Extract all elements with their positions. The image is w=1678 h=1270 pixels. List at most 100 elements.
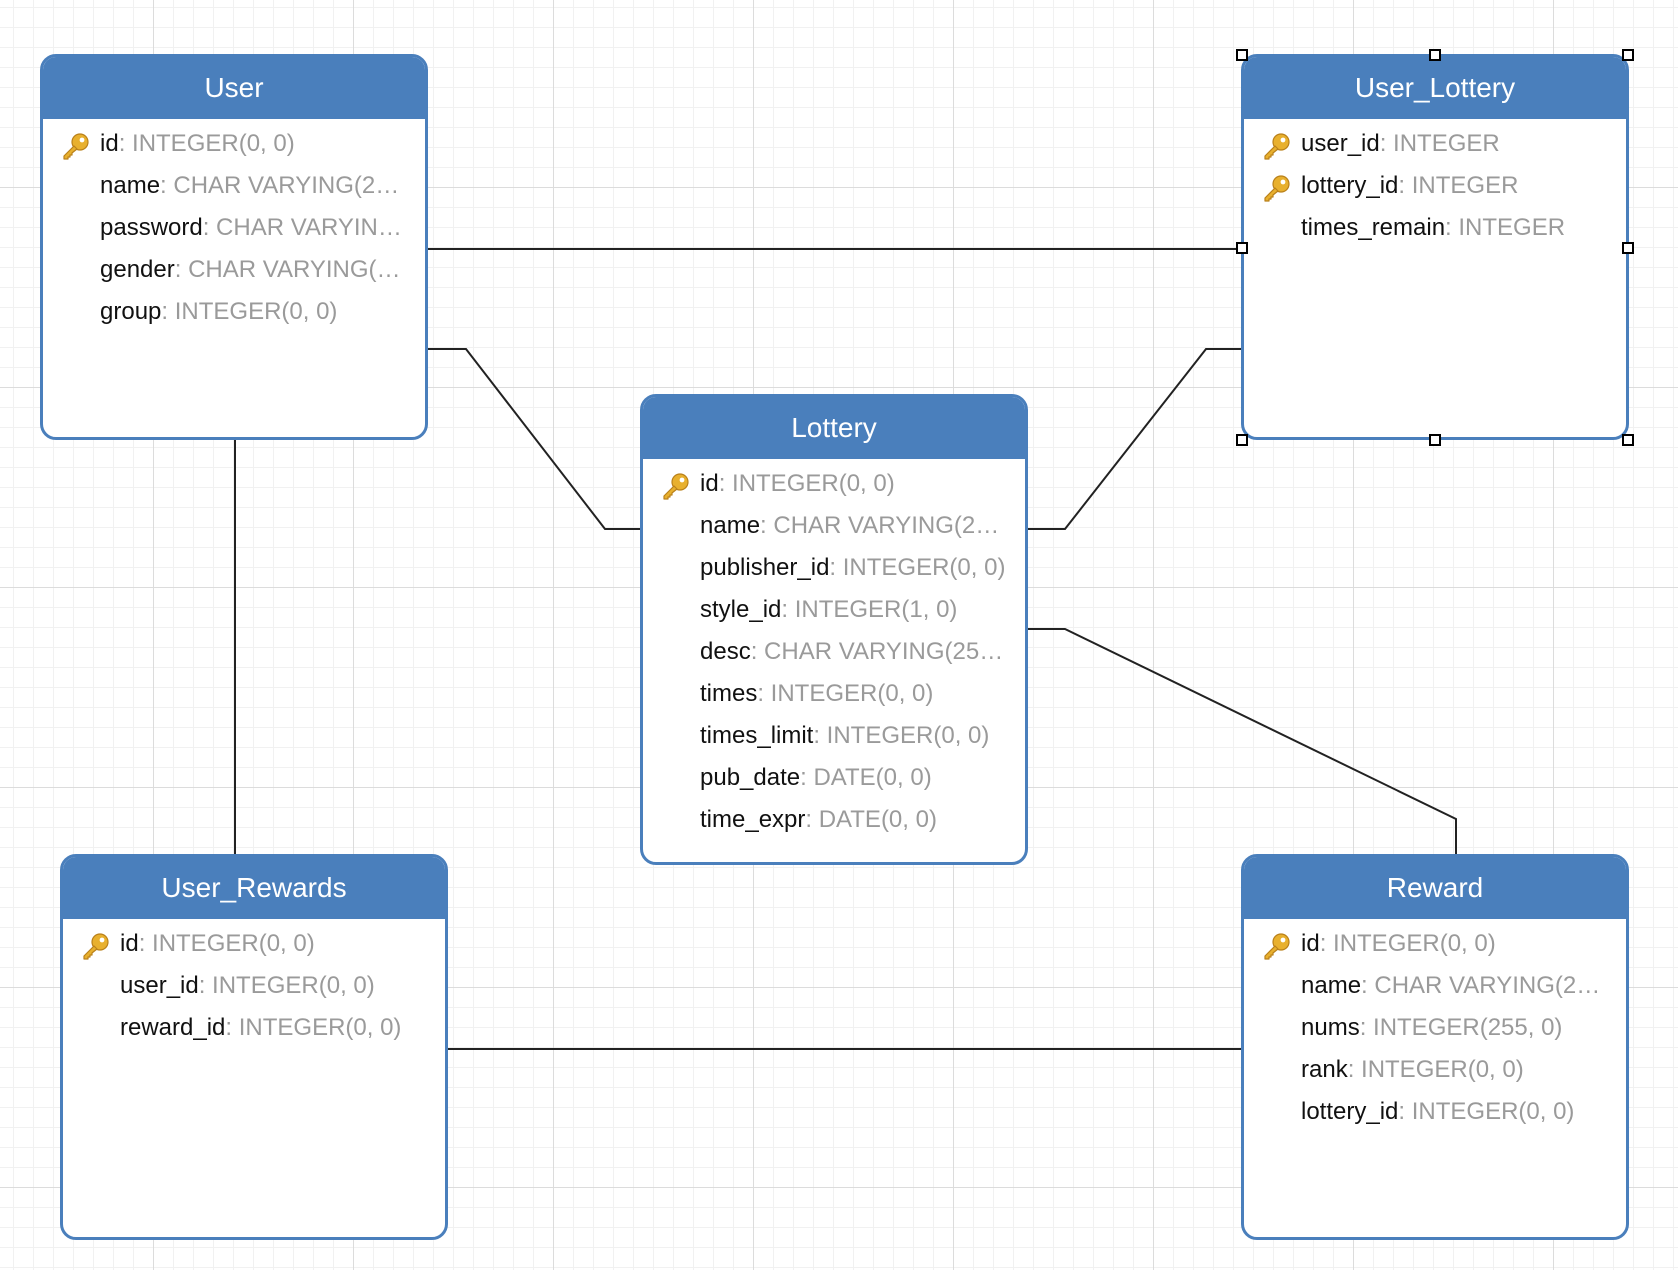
connector-lottery-reward[interactable] xyxy=(1026,628,1457,856)
field-type: : INTEGER(1, 0) xyxy=(781,596,958,623)
field-row[interactable]: times_remain: INTEGER xyxy=(1244,207,1626,249)
connector-lottery-user-lottery[interactable] xyxy=(1026,348,1243,530)
field-type: : INTEGER(0, 0) xyxy=(813,722,990,749)
field-name: name xyxy=(100,172,161,199)
field-type: : DATE(0, 0) xyxy=(800,764,932,791)
connector-user-lottery[interactable] xyxy=(428,348,642,530)
entity-title: User_Lottery xyxy=(1244,57,1626,119)
field-row[interactable]: name: CHAR VARYING(2… xyxy=(1244,965,1626,1007)
field-type: : CHAR VARYING(2… xyxy=(160,172,400,199)
field-row[interactable]: id: INTEGER(0, 0) xyxy=(63,923,445,965)
field-row[interactable]: times: INTEGER(0, 0) xyxy=(643,673,1025,715)
field-list: id: INTEGER(0, 0)name: CHAR VARYING(2…pa… xyxy=(43,119,425,333)
field-type: : INTEGER(0, 0) xyxy=(198,972,375,999)
field-type: : CHAR VARYING(2… xyxy=(760,512,1000,539)
resize-handle-sw[interactable] xyxy=(1236,434,1248,446)
field-type: : INTEGER(0, 0) xyxy=(757,680,934,707)
field-name: nums xyxy=(1301,1014,1360,1041)
primary-key-icon xyxy=(1262,173,1292,203)
field-row[interactable]: name: CHAR VARYING(2… xyxy=(43,165,425,207)
field-row[interactable]: lottery_id: INTEGER xyxy=(1244,165,1626,207)
field-name: times xyxy=(700,680,758,707)
field-type: : CHAR VARYING(2… xyxy=(1361,972,1601,999)
field-type: : INTEGER(0, 0) xyxy=(161,298,338,325)
field-name: name xyxy=(1301,972,1362,999)
field-row[interactable]: name: CHAR VARYING(2… xyxy=(643,505,1025,547)
resize-handle-s[interactable] xyxy=(1429,434,1441,446)
field-row[interactable]: user_id: INTEGER xyxy=(1244,123,1626,165)
primary-key-icon xyxy=(81,931,111,961)
field-row[interactable]: group: INTEGER(0, 0) xyxy=(43,291,425,333)
field-name: name xyxy=(700,512,761,539)
field-row[interactable]: nums: INTEGER(255, 0) xyxy=(1244,1007,1626,1049)
resize-handle-w[interactable] xyxy=(1236,242,1248,254)
field-name: group xyxy=(100,298,162,325)
field-list: id: INTEGER(0, 0)user_id: INTEGER(0, 0)r… xyxy=(63,919,445,1049)
field-type: : CHAR VARYING(25… xyxy=(750,638,1004,665)
entity-reward[interactable]: Reward id: INTEGER(0, 0)name: CHAR VARYI… xyxy=(1241,854,1629,1240)
resize-handle-se[interactable] xyxy=(1622,434,1634,446)
primary-key-icon xyxy=(1262,931,1292,961)
field-name: id xyxy=(700,470,719,497)
field-name: id xyxy=(100,130,119,157)
field-name: style_id xyxy=(700,596,782,623)
field-type: : INTEGER(0, 0) xyxy=(138,930,315,957)
field-row[interactable]: lottery_id: INTEGER(0, 0) xyxy=(1244,1091,1626,1133)
field-name: times_limit xyxy=(700,722,814,749)
field-row[interactable]: password: CHAR VARYIN… xyxy=(43,207,425,249)
field-list: id: INTEGER(0, 0)name: CHAR VARYING(2…nu… xyxy=(1244,919,1626,1133)
field-name: rank xyxy=(1301,1056,1348,1083)
field-name: publisher_id xyxy=(700,554,830,581)
entity-lottery[interactable]: Lottery id: INTEGER(0, 0)name: CHAR VARY… xyxy=(640,394,1028,865)
resize-handle-n[interactable] xyxy=(1429,49,1441,61)
field-type: : INTEGER(0, 0) xyxy=(1319,930,1496,957)
field-name: times_remain xyxy=(1301,214,1446,241)
entity-title: Lottery xyxy=(643,397,1025,459)
primary-key-icon xyxy=(1262,131,1292,161)
field-type: : INTEGER(0, 0) xyxy=(1347,1056,1524,1083)
resize-handle-ne[interactable] xyxy=(1622,49,1634,61)
field-type: : INTEGER(0, 0) xyxy=(829,554,1006,581)
field-row[interactable]: pub_date: DATE(0, 0) xyxy=(643,757,1025,799)
field-name: id xyxy=(120,930,139,957)
entity-title: User_Rewards xyxy=(63,857,445,919)
field-type: : CHAR VARYIN… xyxy=(202,214,402,241)
field-row[interactable]: reward_id: INTEGER(0, 0) xyxy=(63,1007,445,1049)
entity-user-rewards[interactable]: User_Rewards id: INTEGER(0, 0)user_id: I… xyxy=(60,854,448,1240)
field-name: reward_id xyxy=(120,1014,226,1041)
field-row[interactable]: publisher_id: INTEGER(0, 0) xyxy=(643,547,1025,589)
resize-handle-nw[interactable] xyxy=(1236,49,1248,61)
primary-key-icon xyxy=(61,131,91,161)
field-row[interactable]: times_limit: INTEGER(0, 0) xyxy=(643,715,1025,757)
field-list: id: INTEGER(0, 0)name: CHAR VARYING(2…pu… xyxy=(643,459,1025,841)
field-row[interactable]: user_id: INTEGER(0, 0) xyxy=(63,965,445,1007)
field-name: pub_date xyxy=(700,764,801,791)
field-name: user_id xyxy=(120,972,199,999)
entity-user[interactable]: User id: INTEGER(0, 0)name: CHAR VARYING… xyxy=(40,54,428,440)
resize-handle-e[interactable] xyxy=(1622,242,1634,254)
field-name: id xyxy=(1301,930,1320,957)
field-row[interactable]: style_id: INTEGER(1, 0) xyxy=(643,589,1025,631)
field-row[interactable]: id: INTEGER(0, 0) xyxy=(1244,923,1626,965)
field-name: lottery_id xyxy=(1301,1098,1399,1125)
field-row[interactable]: rank: INTEGER(0, 0) xyxy=(1244,1049,1626,1091)
field-type: : INTEGER(0, 0) xyxy=(225,1014,402,1041)
field-row[interactable]: desc: CHAR VARYING(25… xyxy=(643,631,1025,673)
field-row[interactable]: id: INTEGER(0, 0) xyxy=(643,463,1025,505)
field-type: : INTEGER(0, 0) xyxy=(1398,1098,1575,1125)
field-type: : INTEGER xyxy=(1445,214,1566,241)
field-row[interactable]: gender: CHAR VARYING(… xyxy=(43,249,425,291)
field-row[interactable]: id: INTEGER(0, 0) xyxy=(43,123,425,165)
field-name: gender xyxy=(100,256,175,283)
field-name: lottery_id xyxy=(1301,172,1399,199)
field-type: : INTEGER xyxy=(1398,172,1519,199)
field-name: time_expr xyxy=(700,806,806,833)
entity-title: User xyxy=(43,57,425,119)
field-row[interactable]: time_expr: DATE(0, 0) xyxy=(643,799,1025,841)
field-type: : INTEGER xyxy=(1379,130,1500,157)
field-type: : INTEGER(255, 0) xyxy=(1359,1014,1563,1041)
field-name: desc xyxy=(700,638,751,665)
